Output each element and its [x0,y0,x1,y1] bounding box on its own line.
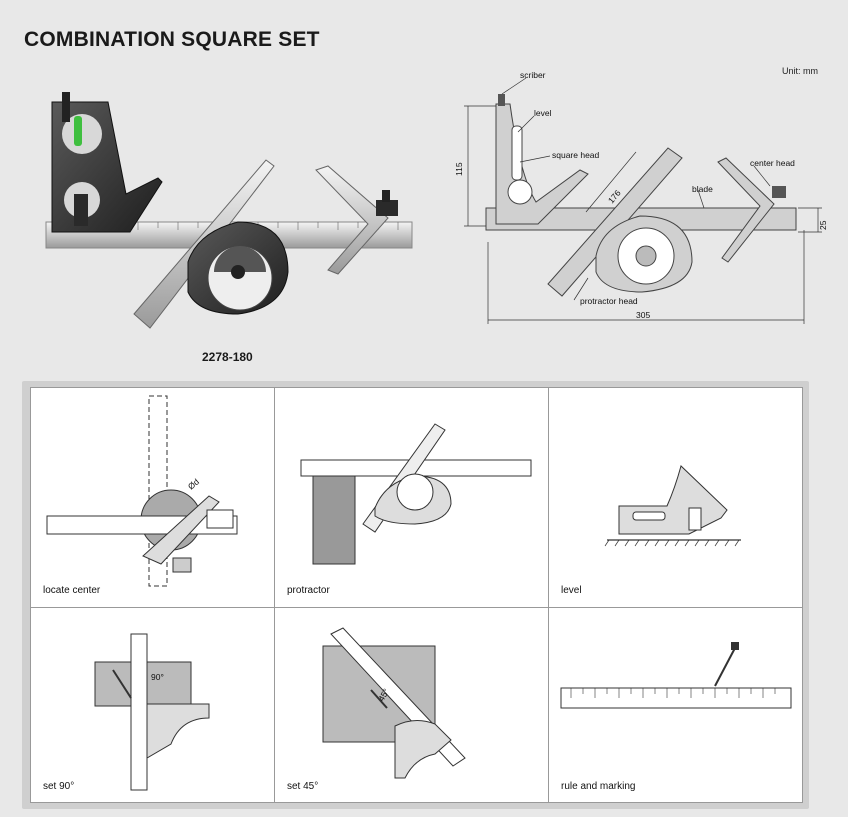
use-set-90: 90° set 90° [31,608,275,802]
label-level: level [534,108,552,118]
page-title: COMBINATION SQUARE SET [24,28,320,51]
use-label-level: level [561,585,582,596]
label-scriber: scriber [520,70,546,80]
label-center-head: center head [750,158,795,168]
use-label-protractor: protractor [287,585,330,596]
uses-grid: Ød locate center protractor [30,387,803,803]
use-rule-and-marking: rule and marking [549,608,802,802]
locate-center-annotation: Ød [186,476,201,491]
protractor-illustration [300,423,532,565]
use-locate-center: Ød locate center [31,388,275,608]
use-label-rule-and-marking: rule and marking [561,781,636,792]
set-90-annotation: 90° [151,672,164,682]
unit-label: Unit: mm [782,66,818,76]
use-label-set-90: set 90° [43,781,75,792]
label-blade: blade [692,184,713,194]
use-label-locate-center: locate center [43,585,101,596]
photo-level-vial [74,116,82,146]
drawing-center-head [717,157,775,263]
use-label-set-45: set 45° [287,781,319,792]
use-protractor: protractor [275,388,549,608]
use-set-45: 45° set 45° [275,608,549,802]
dim-length: 305 [636,310,650,320]
label-protractor-head: protractor head [580,296,638,306]
drawing-protractor-arm [547,147,683,297]
technical-drawing: scriber level square head center head bl… [456,70,828,324]
dim-height: 115 [456,162,464,176]
model-number: 2278-180 [202,350,253,364]
locate-center-illustration: Ød [46,395,238,587]
dim-width: 25 [818,220,828,230]
set-90-illustration: 90° [94,633,210,791]
photo-center-head [315,165,389,275]
use-level: level [549,388,802,608]
label-square-head: square head [552,150,600,160]
level-illustration [604,465,741,547]
product-photo [45,92,413,329]
rule-and-marking-illustration [560,642,792,709]
set-45-illustration: 45° [322,627,466,779]
drawing-square-head [495,103,589,225]
